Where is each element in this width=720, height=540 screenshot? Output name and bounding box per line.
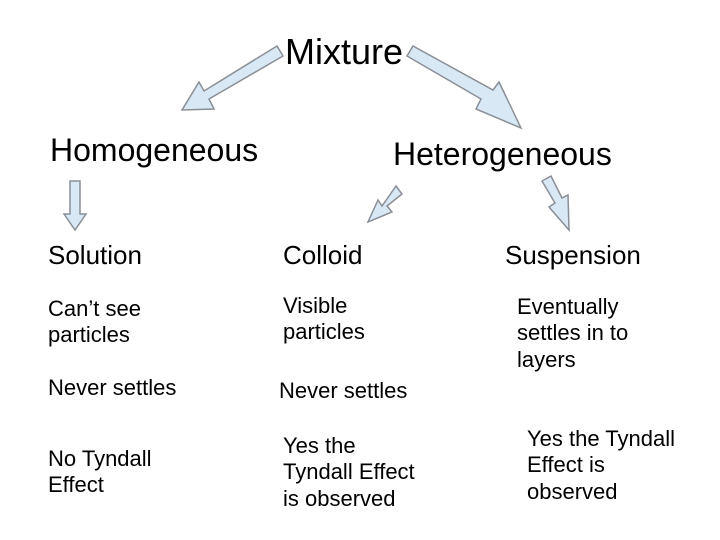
homogeneous-label: Homogeneous (50, 132, 259, 168)
heterogeneous-label: Heterogeneous (393, 136, 612, 172)
arrow-to-solution (62, 180, 88, 232)
suspension-heading: Suspension (505, 240, 641, 270)
solution-tyndall: No Tyndall Effect (48, 446, 152, 498)
colloid-heading: Colloid (283, 240, 363, 270)
arrow-to-homogeneous (180, 44, 285, 111)
arrow-to-heterogeneous (405, 44, 523, 130)
suspension-visibility: Eventually settles in to layers (517, 294, 629, 372)
mixture-title: Mixture (285, 31, 404, 72)
solution-visibility: Can’t see particles (48, 296, 141, 348)
arrow-to-suspension (540, 174, 570, 233)
suspension-tyndall: Yes the Tyndall Effect is observed (527, 426, 676, 504)
colloid-settling: Never settles (279, 378, 408, 403)
colloid-tyndall: Yes the Tyndall Effect is observed (283, 433, 415, 511)
solution-settling: Never settles (48, 375, 177, 400)
colloid-visibility: Visible particles (283, 293, 365, 345)
arrow-to-colloid (366, 184, 404, 224)
solution-heading: Solution (48, 240, 142, 270)
